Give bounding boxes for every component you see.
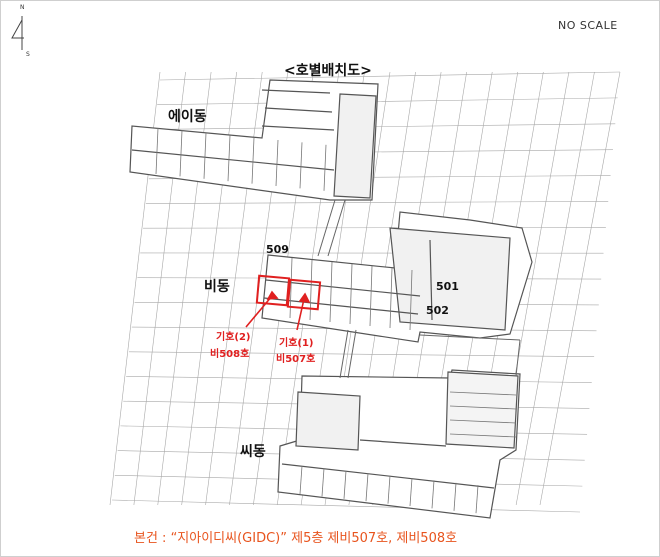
room-partition	[179, 130, 183, 177]
room-partition	[349, 263, 353, 325]
room-partition	[275, 139, 279, 187]
building-b-plan	[261, 211, 533, 343]
room-partition	[299, 142, 303, 189]
room-partition	[289, 257, 293, 319]
room-number-501: 501	[436, 280, 459, 293]
marker-arrows	[245, 290, 311, 331]
compass-north-label: N	[20, 4, 25, 11]
room-partition	[369, 265, 373, 327]
grid-line-horizontal	[128, 351, 595, 358]
room-508-highlight	[255, 274, 291, 307]
room-partition	[329, 261, 333, 323]
compass-south-label: S	[26, 51, 30, 58]
room-partition	[431, 480, 435, 509]
building-b-label: 비동	[204, 279, 230, 295]
room-partition	[323, 144, 327, 191]
room-partition	[299, 465, 303, 495]
marker-2-label: 기호(2)	[216, 332, 251, 343]
room-partition	[365, 473, 369, 502]
room-partition	[453, 482, 457, 511]
building-c-label: 씨동	[240, 444, 266, 460]
marker-1-room: 비507호	[276, 354, 316, 365]
room-partition	[449, 433, 517, 438]
scale-note: NO SCALE	[558, 19, 618, 32]
room-partition	[449, 391, 517, 396]
room-partition	[409, 477, 413, 507]
arrow-head-icon	[266, 290, 279, 300]
room-partition	[203, 132, 207, 179]
grid-line-horizontal	[145, 201, 609, 204]
grid-line-horizontal	[143, 226, 606, 229]
room-partition	[321, 468, 325, 497]
compass-icon	[11, 16, 24, 50]
room-number-509: 509	[266, 243, 289, 256]
room-partition	[155, 127, 159, 175]
room-partition	[227, 135, 231, 182]
room-number-502: 502	[426, 304, 449, 317]
page-title: <호별배치도>	[284, 63, 372, 79]
grid-line-vertical	[539, 71, 621, 506]
grid-line-horizontal	[159, 71, 621, 81]
marker-1-label: 기호(1)	[279, 338, 314, 349]
building-c-plan	[277, 369, 521, 519]
room-partition	[475, 485, 479, 514]
room-partition	[309, 259, 313, 321]
room-partition	[449, 405, 517, 410]
grid-line-horizontal	[154, 123, 616, 130]
grid-line-vertical	[515, 71, 595, 506]
arrow-head-icon	[298, 292, 311, 303]
building-a-label: 에이동	[168, 109, 207, 125]
grid-line-horizontal	[111, 499, 581, 513]
caption: 본건 : “지아이디씨(GIDC)” 제5층 제비507호, 제비508호	[134, 531, 458, 546]
corridor-lines	[317, 199, 521, 379]
building-a-plan	[129, 79, 379, 201]
room-partition	[343, 470, 347, 499]
room-partition	[251, 137, 255, 184]
room-partition	[387, 475, 391, 504]
room-partition	[409, 269, 413, 331]
room-partition	[389, 267, 393, 329]
room-partition	[449, 419, 517, 424]
grid-line-horizontal	[157, 97, 618, 106]
marker-2-room: 비508호	[210, 349, 250, 360]
